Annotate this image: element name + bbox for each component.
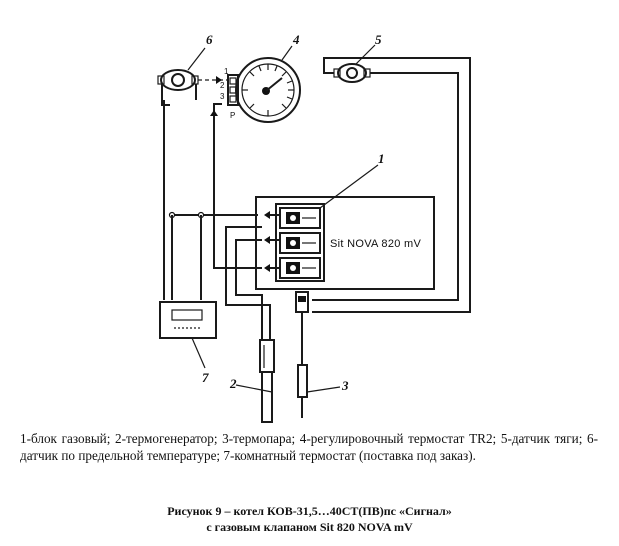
thermostat-dial-ticks	[242, 64, 294, 116]
label-2: 2	[229, 376, 237, 391]
draft-wire-outer	[312, 57, 471, 313]
label-6: 6	[206, 32, 213, 47]
arrow-icon	[264, 264, 270, 272]
thermostat-terminal-block	[227, 74, 239, 106]
caption-line-2: с газовым клапаном Sit 820 NOVA mV	[206, 520, 413, 534]
caption-line-1: Рисунок 9 – котел КОВ-31,5…40СТ(ПВ)пс «С…	[167, 504, 452, 518]
valve-model-label: Sit NOVA 820 mV	[330, 238, 421, 250]
arrow-icon	[264, 211, 270, 219]
thermogenerator	[235, 339, 275, 423]
arrow-icon	[264, 236, 270, 244]
label-3: 3	[341, 378, 349, 393]
port-label-p: P	[230, 111, 235, 120]
arrow-icon	[210, 110, 218, 116]
regulating-thermostat: 1 2 3 P	[220, 45, 301, 123]
label-5: 5	[375, 32, 382, 47]
gas-valve-block: Sit NOVA 820 mV	[255, 164, 435, 290]
port-label-3: 3	[220, 92, 225, 101]
draft-wire-inner	[312, 72, 459, 301]
legend-text: 1-блок газовый; 2-термогенератор; 3-терм…	[20, 431, 598, 463]
arrow-icon	[216, 76, 222, 84]
draft-sensor	[333, 44, 376, 83]
room-thermostat	[159, 301, 217, 369]
thermogenerator-wire-a	[235, 239, 263, 340]
port-label-1: 1	[224, 67, 229, 76]
thermocouple	[295, 291, 341, 418]
label-7: 7	[202, 370, 209, 385]
thermogenerator-wire-b	[225, 226, 271, 340]
limit-temperature-sensor	[157, 47, 206, 91]
thermostat-to-valve-wire	[213, 103, 262, 269]
label-1: 1	[378, 151, 385, 166]
port-label-2: 2	[220, 81, 225, 90]
label-4: 4	[292, 32, 300, 47]
wiring-diagram: 1 2 3 P 4 6 5	[157, 32, 471, 423]
figure-caption: Рисунок 9 – котел КОВ-31,5…40СТ(ПВ)пс «С…	[0, 503, 619, 535]
